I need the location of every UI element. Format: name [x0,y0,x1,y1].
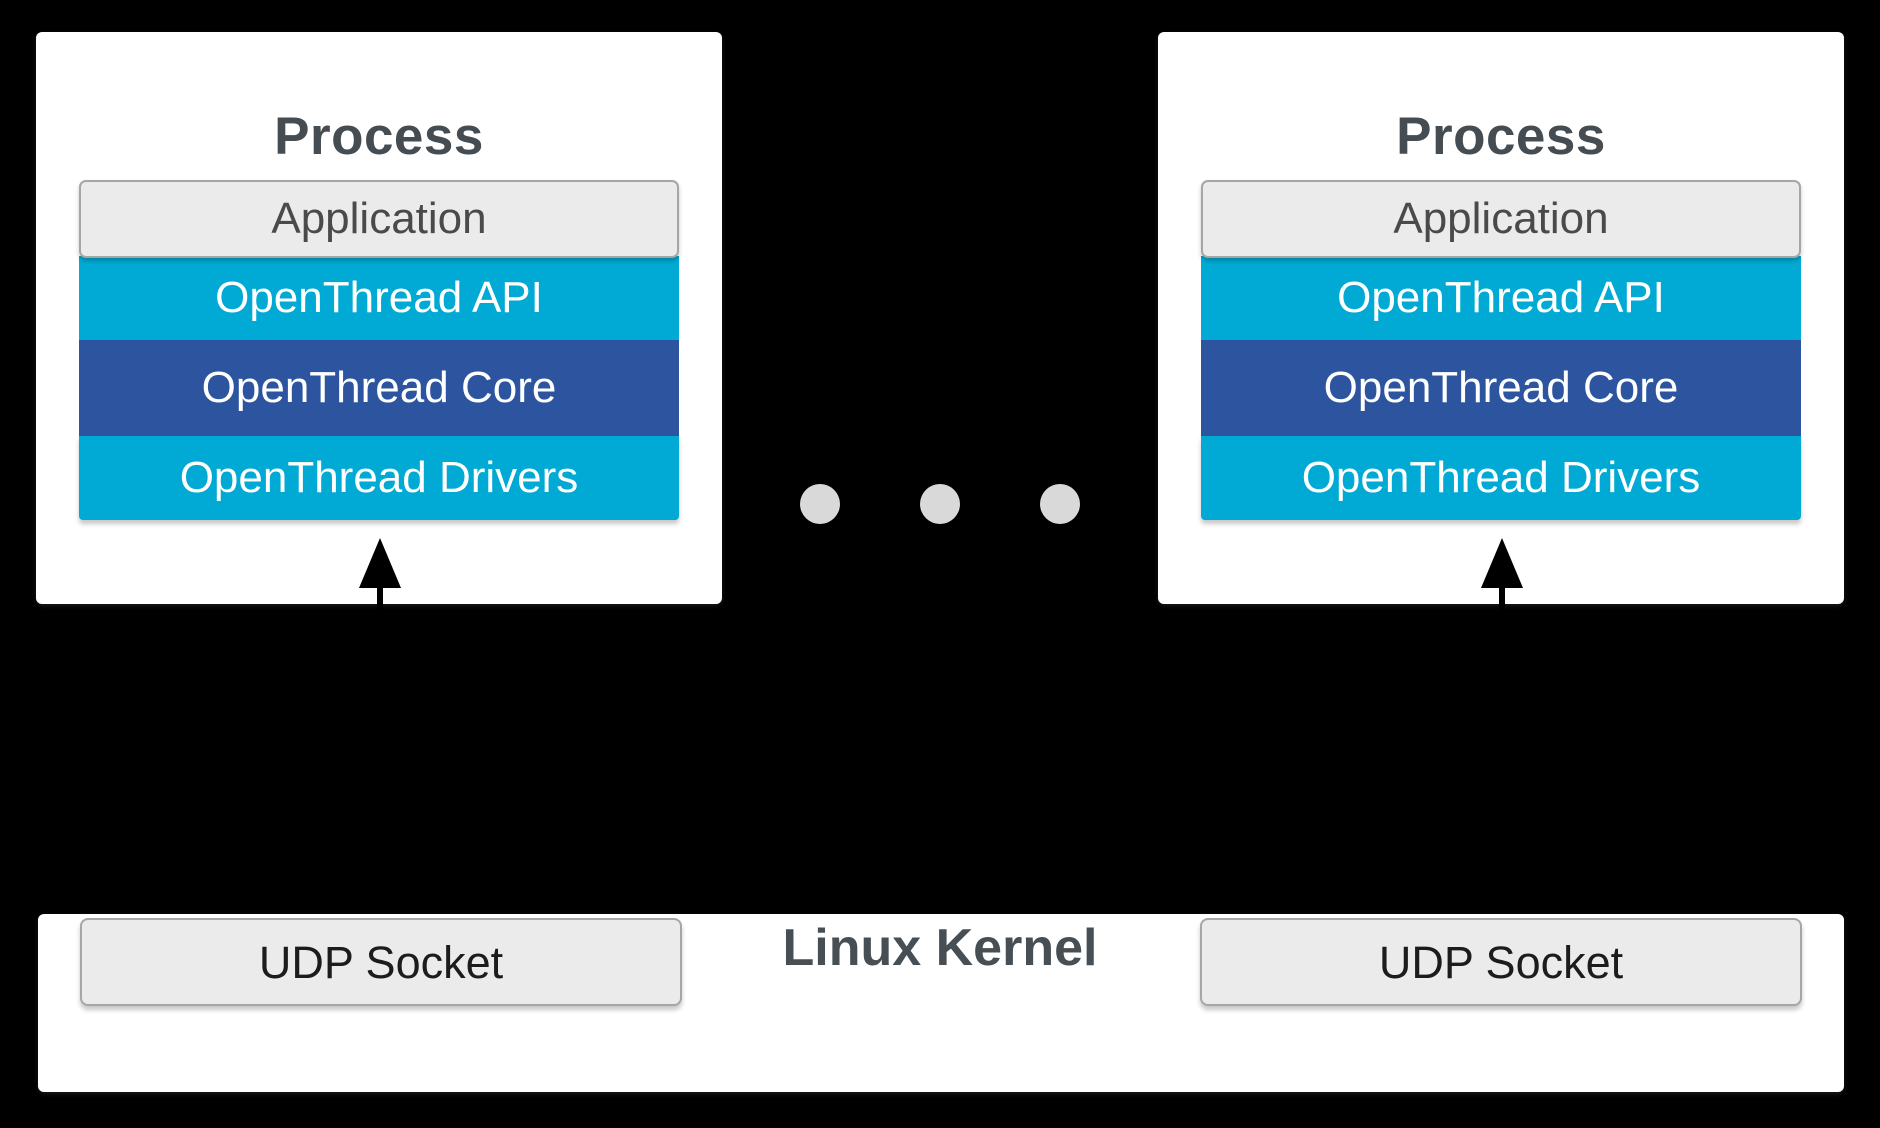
layer-openthread-api[interactable]: OpenThread API [1201,256,1801,340]
process-title: Process [1396,107,1606,166]
layer-openthread-core[interactable]: OpenThread Core [1201,340,1801,436]
process-panel-2: Process Application OpenThread API OpenT… [1158,32,1844,604]
layer-openthread-api[interactable]: OpenThread API [79,256,679,340]
udp-socket-to-drivers-arrow-1 [359,538,401,668]
kernel-title: Linux Kernel [782,919,1098,977]
ellipsis-dot-icon [1040,484,1080,524]
layer-stack: Application OpenThread API OpenThread Co… [79,180,679,520]
udp-socket-to-drivers-arrow-2 [1481,538,1523,668]
layer-application[interactable]: Application [79,180,679,258]
layer-openthread-drivers[interactable]: OpenThread Drivers [79,436,679,520]
more-processes-ellipsis [800,483,1080,525]
process-title: Process [274,107,484,166]
ellipsis-dot-icon [800,484,840,524]
layer-openthread-core[interactable]: OpenThread Core [79,340,679,436]
process-panel-1: Process Application OpenThread API OpenT… [36,32,722,604]
ellipsis-dot-icon [920,484,960,524]
layer-stack: Application OpenThread API OpenThread Co… [1201,180,1801,520]
udp-socket-box-2[interactable]: UDP Socket [1200,918,1802,1006]
layer-openthread-drivers[interactable]: OpenThread Drivers [1201,436,1801,520]
layer-application[interactable]: Application [1201,180,1801,258]
udp-socket-box-1[interactable]: UDP Socket [80,918,682,1006]
